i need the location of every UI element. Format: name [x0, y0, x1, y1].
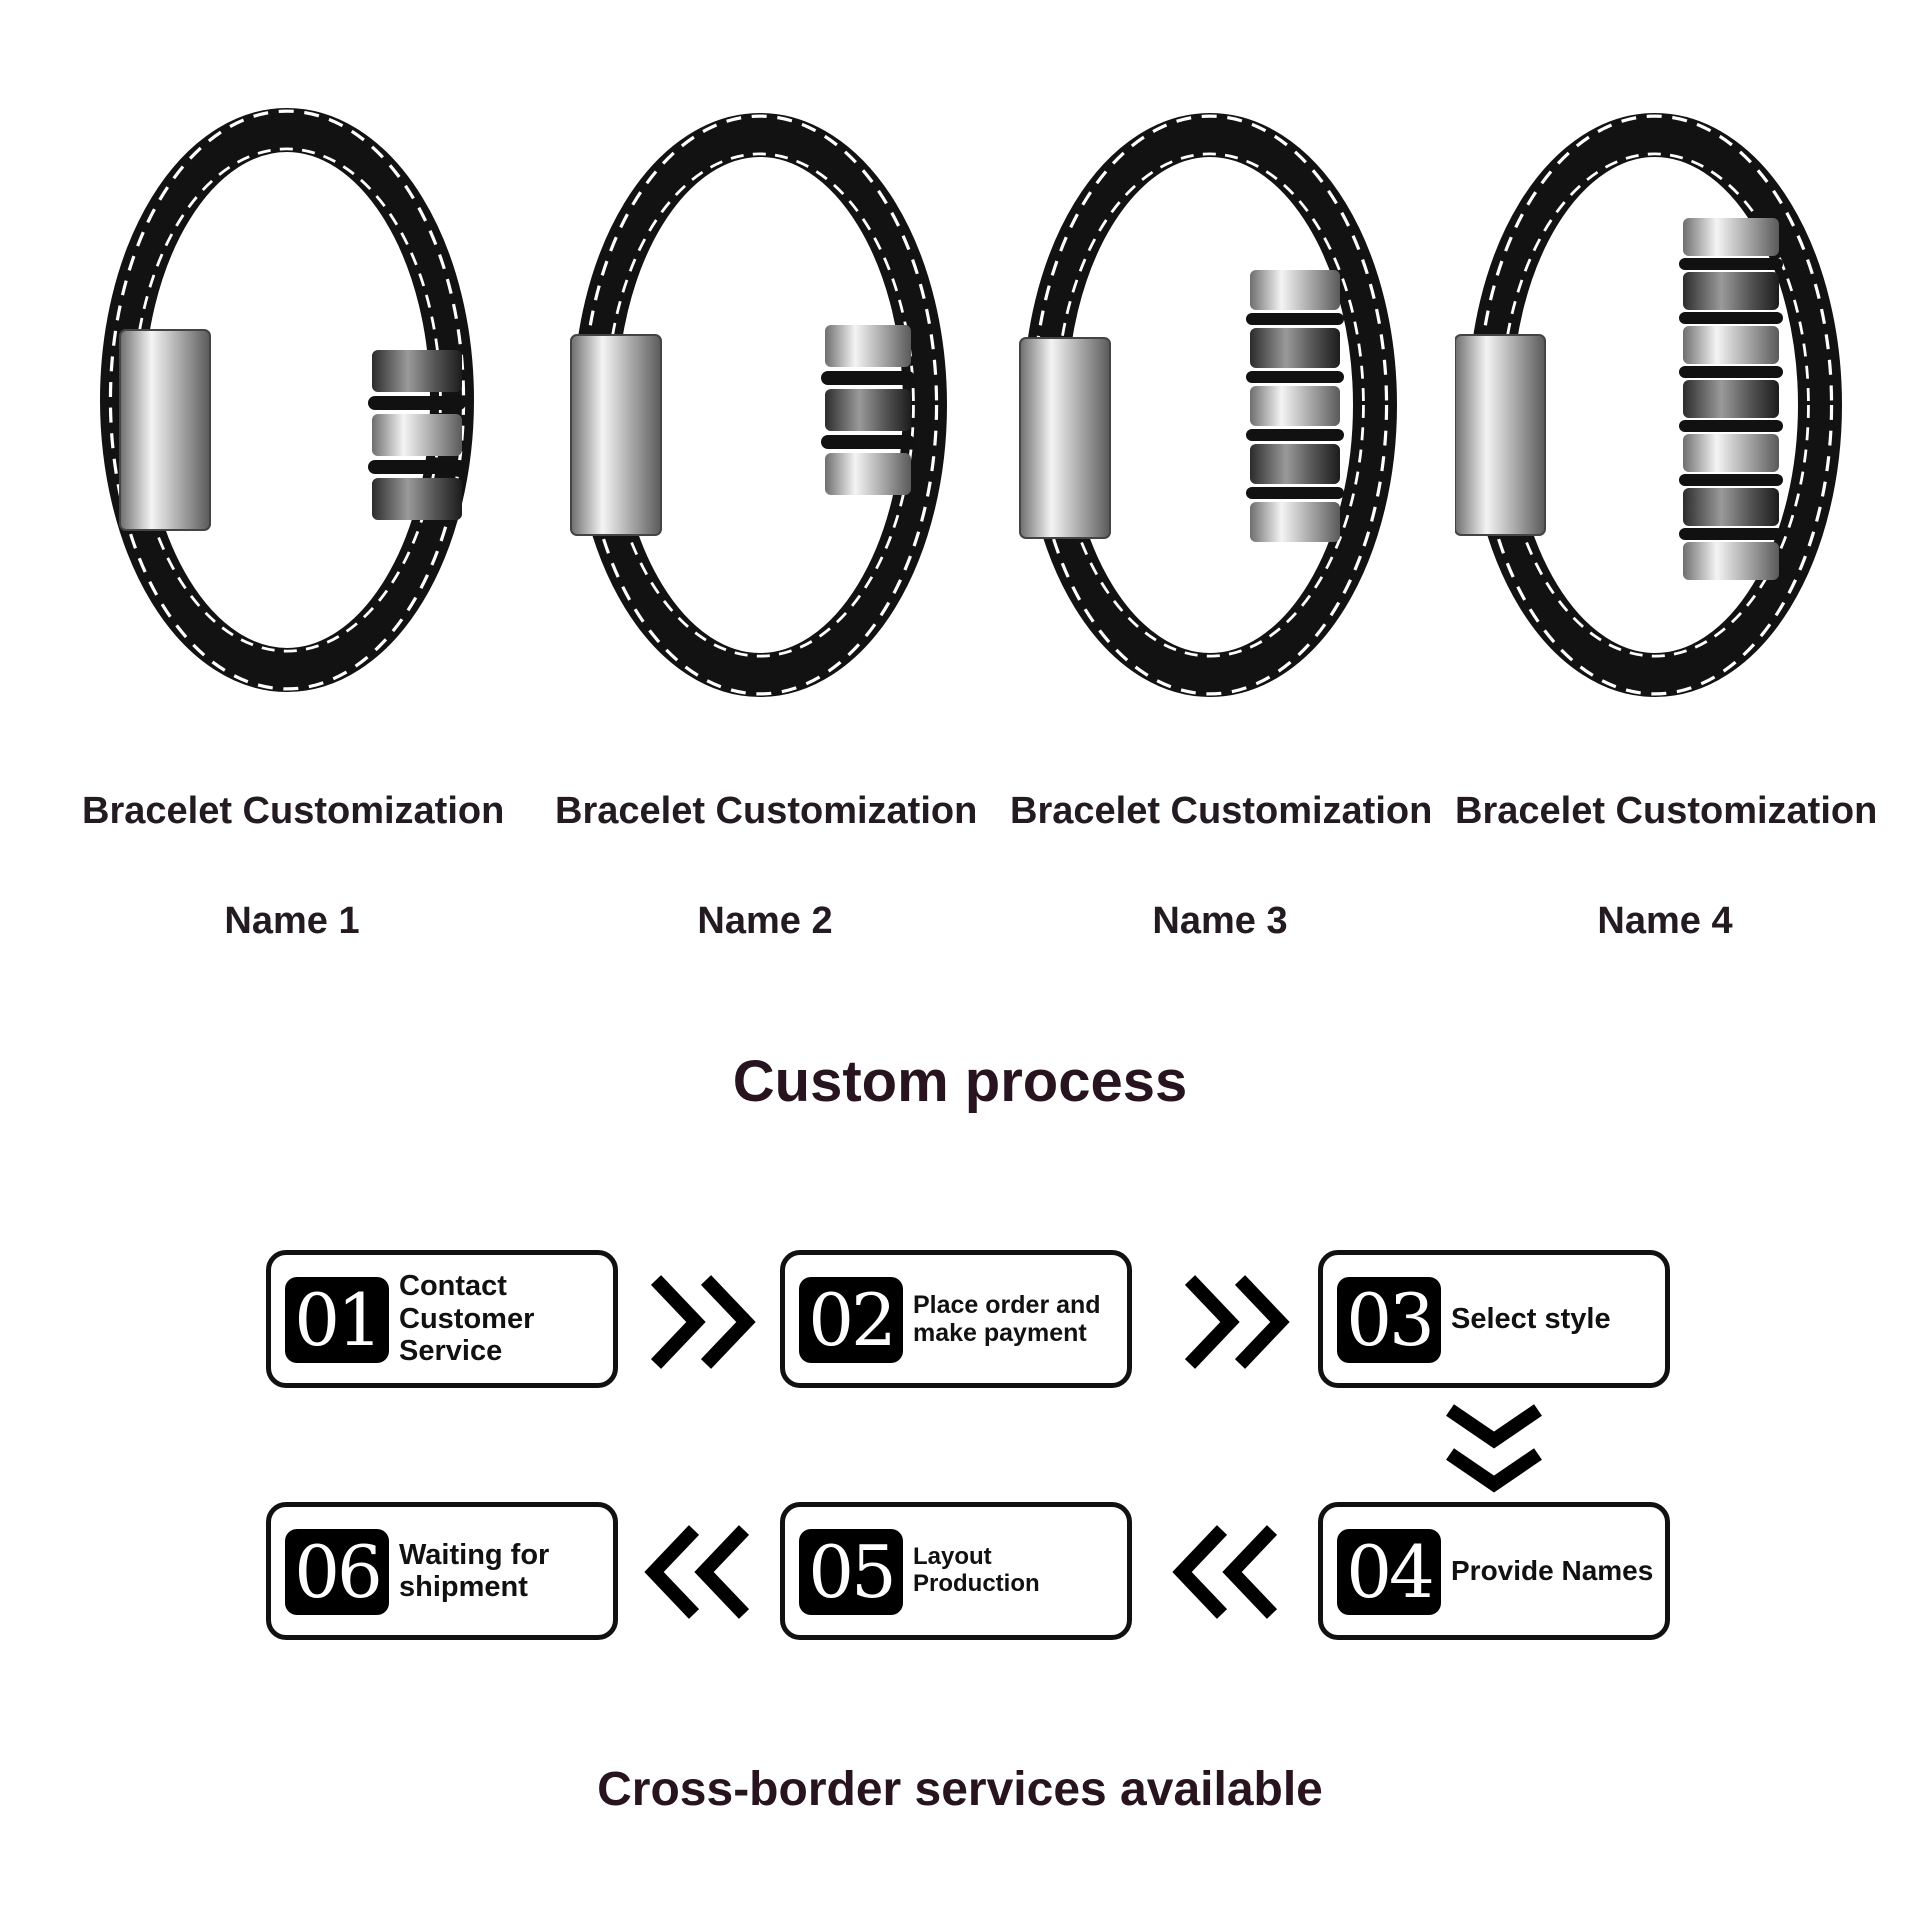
double-chevron-down-icon	[1446, 1404, 1542, 1493]
double-chevron-left-icon	[1172, 1525, 1278, 1619]
double-chevron-right-icon	[1184, 1275, 1290, 1369]
bracelet-image-1	[100, 108, 474, 692]
product-name-2: Name 2	[697, 900, 833, 942]
step-number-03: 03	[1337, 1277, 1441, 1363]
step-label-01: Contact Customer Service	[399, 1270, 535, 1368]
step-04: 04 Provide Names	[1318, 1502, 1670, 1640]
process-title: Custom process	[732, 1049, 1188, 1114]
step-number-02: 02	[799, 1277, 903, 1363]
bracelet-image-3	[1019, 113, 1397, 697]
step-number-06: 06	[285, 1529, 389, 1615]
footer-text: Cross-border services available	[597, 1763, 1323, 1816]
double-chevron-left-icon	[644, 1525, 750, 1619]
step-label-05: Layout Production	[913, 1543, 1040, 1597]
step-number-05: 05	[799, 1529, 903, 1615]
bracelet-image-2	[570, 113, 947, 697]
step-number-04: 04	[1337, 1529, 1441, 1615]
step-02: 02 Place order and make payment	[780, 1250, 1132, 1388]
step-06: 06 Waiting for shipment	[266, 1502, 618, 1640]
step-label-02: Place order and make payment	[913, 1291, 1101, 1347]
step-03: 03 Select style	[1318, 1250, 1670, 1388]
product-name-1: Name 1	[224, 900, 360, 942]
product-title-2: Bracelet Customization	[555, 790, 978, 832]
double-chevron-right-icon	[650, 1275, 756, 1369]
product-title-3: Bracelet Customization	[1010, 790, 1433, 832]
product-title-4: Bracelet Customization	[1455, 790, 1878, 832]
product-title-1: Bracelet Customization	[82, 790, 505, 832]
bracelet-image-4	[1455, 113, 1842, 697]
product-name-3: Name 3	[1152, 900, 1288, 942]
step-label-04: Provide Names	[1451, 1555, 1654, 1587]
step-label-06: Waiting for shipment	[399, 1538, 550, 1603]
step-label-03: Select style	[1451, 1302, 1611, 1335]
step-number-01: 01	[285, 1277, 389, 1363]
step-01: 01 Contact Customer Service	[266, 1250, 618, 1388]
product-name-4: Name 4	[1597, 900, 1733, 942]
step-05: 05 Layout Production	[780, 1502, 1132, 1640]
